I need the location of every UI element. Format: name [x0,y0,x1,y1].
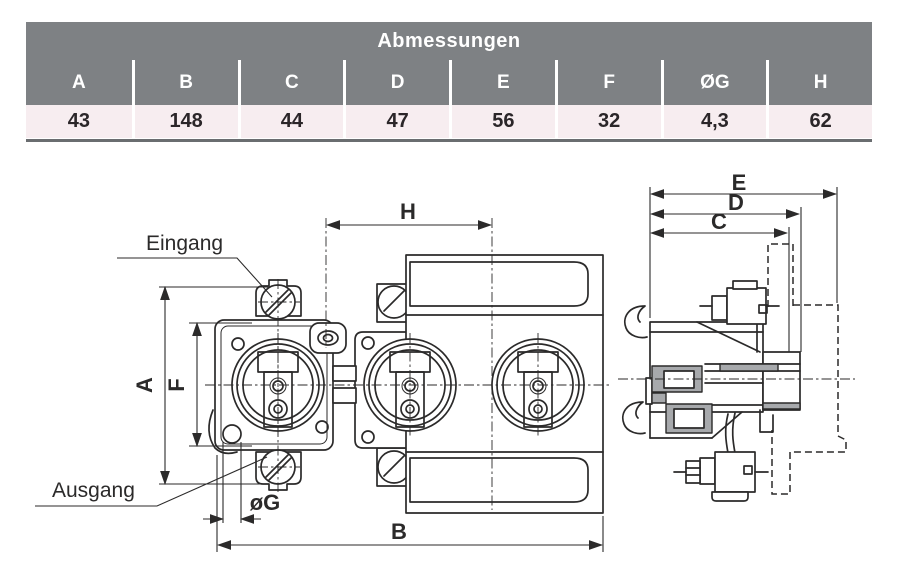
side-view [618,243,855,502]
header-C: C [237,60,344,105]
dim-label-b: B [391,519,407,544]
table-header-row: A B C D E F ØG H [26,60,872,105]
value-A: 43 [67,110,90,132]
header-H: H [766,60,872,105]
leader-labels: Eingang Ausgang [35,232,273,507]
dimension-annotations: A F H B øG E D C [132,170,838,552]
value-D: 47 [343,105,449,138]
side-body [645,321,801,454]
front-view [205,218,612,514]
side-bottom-terminal [673,451,769,502]
dim-label-h: H [400,199,416,224]
clip-top [624,305,648,339]
output-label: Ausgang [52,479,135,502]
dim-label-f: F [164,378,189,391]
table-bottom-rule [26,139,872,142]
pole2-terminals [376,283,411,487]
header-E: E [449,60,555,105]
value-C: 44 [237,105,344,138]
header-F: F [554,60,661,105]
dimensions-table: Abmessungen A B C D E F ØG H 43 148 44 4… [26,22,872,138]
clip-bottom [622,401,646,435]
value-G: 4,3 [660,105,767,138]
side-top-terminal [699,280,780,353]
header-G: ØG [660,60,767,105]
header-D: D [343,60,449,105]
input-label: Eingang [146,232,223,255]
dim-label-c: C [711,209,727,234]
ghost-outline [767,243,847,495]
value-E: 56 [449,105,555,138]
value-B: 148 [131,105,238,138]
table-value-row: 43 148 44 47 56 32 4,3 62 [26,105,872,138]
dim-label-d: D [728,190,744,215]
header-B: B [131,60,238,105]
table-title: Abmessungen [26,22,872,60]
header-A: A [72,71,86,93]
dim-label-a: A [132,377,157,393]
dim-label-g: øG [250,490,281,515]
technical-drawing: A F H B øG E D C Eingang [35,170,855,552]
dim-label-e: E [732,170,747,195]
value-H: 62 [766,105,872,138]
value-F: 32 [554,105,661,138]
